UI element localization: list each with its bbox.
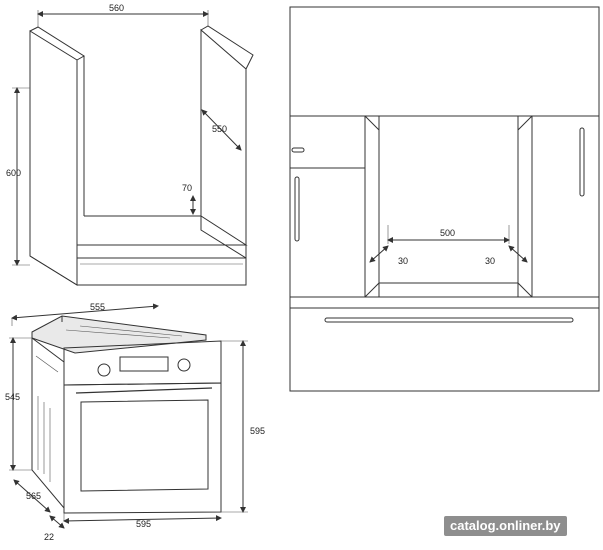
oven-front-height-label: 595 [250, 426, 265, 436]
drawer-handle [291, 147, 305, 153]
right-door-handle [579, 127, 585, 197]
oven-door-handle [75, 387, 213, 394]
oven-door-dimension [49, 515, 65, 529]
cabinet-shelf [77, 215, 248, 246]
oven-right-knob [177, 358, 191, 372]
cabinet-vent-label: 70 [182, 183, 192, 193]
cabinet-height-label: 600 [6, 168, 21, 178]
niche-drawing: 500 30 30 [289, 6, 600, 392]
niche-opening [378, 115, 519, 298]
oven-door-label: 22 [44, 532, 54, 542]
cabinet-width-label: 560 [109, 3, 124, 13]
niche-width-label: 500 [440, 228, 455, 238]
niche-left-gap-dimension [369, 245, 389, 263]
oven-depth-label: 565 [26, 491, 41, 501]
oven-side-height-label: 545 [5, 392, 20, 402]
bottom-drawer-handle [324, 317, 574, 323]
oven-depth-dimension [13, 479, 51, 513]
cabinet-plinth [76, 257, 247, 286]
oven-door [63, 382, 222, 514]
left-door-handle [294, 176, 300, 242]
oven-display [119, 356, 169, 372]
oven-front-width-dimension [63, 515, 222, 524]
oven-side [31, 337, 65, 510]
cabinet-right-panel [200, 28, 247, 259]
cabinet-depth-label: 550 [212, 124, 227, 134]
niche-left-gap-label: 30 [398, 256, 408, 266]
oven-top-width-dimension [11, 303, 159, 321]
watermark: catalog.onliner.by [444, 516, 567, 536]
oven-drawing: 555 545 595 565 22 595 [5, 302, 265, 542]
oven-top [31, 315, 207, 354]
oven-left-knob [97, 363, 111, 377]
cabinet-depth-dimension [201, 109, 242, 151]
niche-outer-frame [289, 6, 600, 392]
niche-right-gap-dimension [508, 245, 528, 263]
oven-top-width-label: 555 [90, 302, 105, 312]
cabinet-left-panel [29, 30, 78, 286]
oven-front-width-label: 595 [136, 519, 151, 529]
oven-window [80, 399, 209, 492]
niche-right-gap-label: 30 [485, 256, 495, 266]
cabinet-drawing: 560 600 550 70 [6, 3, 254, 286]
